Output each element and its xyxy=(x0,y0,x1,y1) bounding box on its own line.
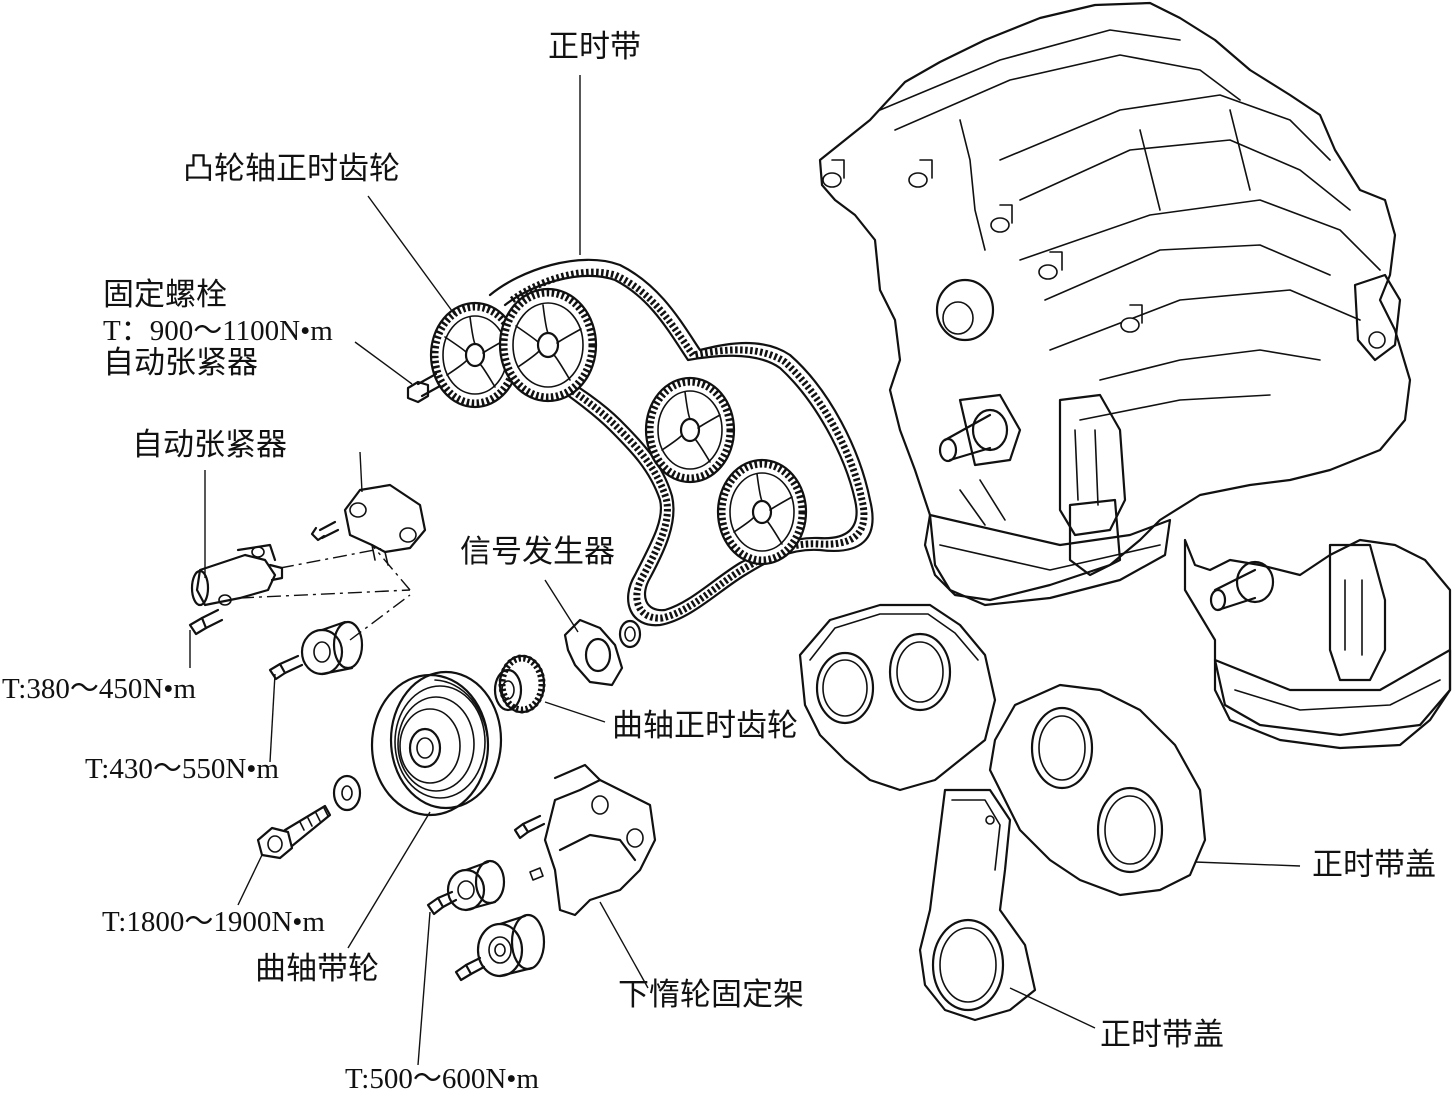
engine-detail-inset xyxy=(1183,538,1452,750)
timing-belt-drawing xyxy=(488,258,874,627)
fixing-bolt-label: 固定螺栓 xyxy=(103,277,227,313)
idler-pulley-drawing xyxy=(268,620,364,681)
engine-block xyxy=(818,1,1412,607)
auto-tensioner-label: 自动张紧器 xyxy=(132,427,287,463)
torque-1800-1900-label: T:1800～1900N•m xyxy=(102,906,325,938)
washer-and-bolt-drawing xyxy=(256,774,362,860)
camshaft-timing-gear-label: 凸轮轴正时齿轮 xyxy=(183,151,400,187)
auto-tensioner-drawing xyxy=(188,483,427,641)
crankshaft-pulley-label: 曲轴带轮 xyxy=(255,951,379,987)
lower-idlers-drawing xyxy=(426,859,546,982)
lower-idler-bracket-label: 下惰轮固定架 xyxy=(618,977,804,1013)
fixing-bolt-auto-tensioner-label: 自动张紧器 xyxy=(103,345,258,381)
signal-generator-label: 信号发生器 xyxy=(460,534,615,570)
crankshaft-pulley-drawing xyxy=(370,670,503,817)
fixing-bolt-torque-label: T：900～1100N•m xyxy=(103,315,333,347)
torque-500-600-label: T:500～600N•m xyxy=(345,1063,539,1095)
crankshaft-timing-gear-drawing xyxy=(493,654,546,714)
signal-generator-drawing xyxy=(563,618,642,687)
timing-belt-cover-upper-label: 正时带盖 xyxy=(1312,847,1436,883)
leader-lines xyxy=(189,75,1301,1066)
torque-380-450-label: T:380～450N•m xyxy=(2,673,196,705)
timing-belt-covers-drawing xyxy=(798,603,1207,1022)
camshaft-gears xyxy=(429,287,808,566)
torque-430-550-label: T:430～550N•m xyxy=(85,753,279,785)
timing-belt-cover-lower-label: 正时带盖 xyxy=(1100,1017,1224,1053)
lower-idler-bracket-drawing xyxy=(513,763,657,917)
crankshaft-timing-gear-label: 曲轴正时齿轮 xyxy=(612,708,798,744)
fixing-bolt-drawing xyxy=(406,372,442,404)
timing-belt-label: 正时带 xyxy=(548,29,641,65)
